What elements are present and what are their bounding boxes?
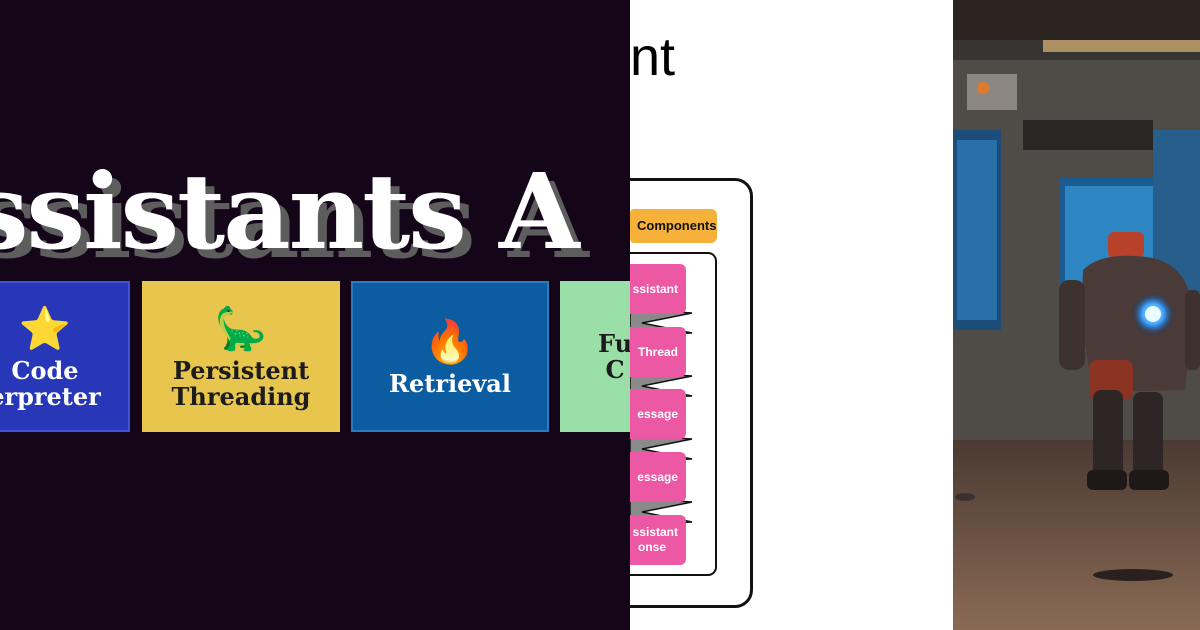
diagram-title: nt: [630, 27, 676, 87]
assistants-banner-panel: ssistants A ⭐ Code erpreter 🦕 Persistent…: [0, 0, 630, 630]
persistent-threading-card: 🦕 Persistent Threading: [142, 281, 340, 432]
card-label: Persistent Threading: [171, 355, 311, 411]
step-label: ssistant: [632, 525, 678, 539]
components-diagram-panel: nt Components ssistant Thread essage ess…: [630, 0, 953, 630]
code-interpreter-card: ⭐ Code erpreter: [0, 281, 130, 432]
step-label: onse: [637, 540, 666, 554]
robot-figure: [1059, 232, 1200, 490]
star-icon: ⭐: [18, 303, 72, 353]
retrieval-card: 🔥 Retrieval: [351, 281, 549, 432]
robot-scene-illustration: [953, 0, 1200, 630]
step-label: Thread: [637, 344, 678, 359]
thread-step: Thread: [630, 327, 686, 377]
message-step: essage: [630, 389, 686, 439]
assistant-step: ssistant: [630, 264, 686, 314]
message-step: essage: [630, 452, 686, 502]
card-label: Code erpreter: [0, 355, 101, 411]
banner-title: ssistants A: [0, 150, 580, 273]
step-label: ssistant: [632, 281, 678, 296]
assistant-response-step: ssistant onse: [630, 515, 686, 565]
function-calling-card: Fu C: [560, 281, 630, 432]
card-label: Retrieval: [389, 368, 511, 398]
dinosaur-icon: 🦕: [214, 303, 268, 353]
step-label: essage: [637, 469, 678, 484]
step-label: essage: [637, 406, 678, 421]
components-label: Components: [630, 209, 717, 243]
torch-icon: 🔥: [423, 316, 477, 366]
robot-illustration-panel: [953, 0, 1200, 630]
card-label: Fu C: [597, 328, 630, 384]
